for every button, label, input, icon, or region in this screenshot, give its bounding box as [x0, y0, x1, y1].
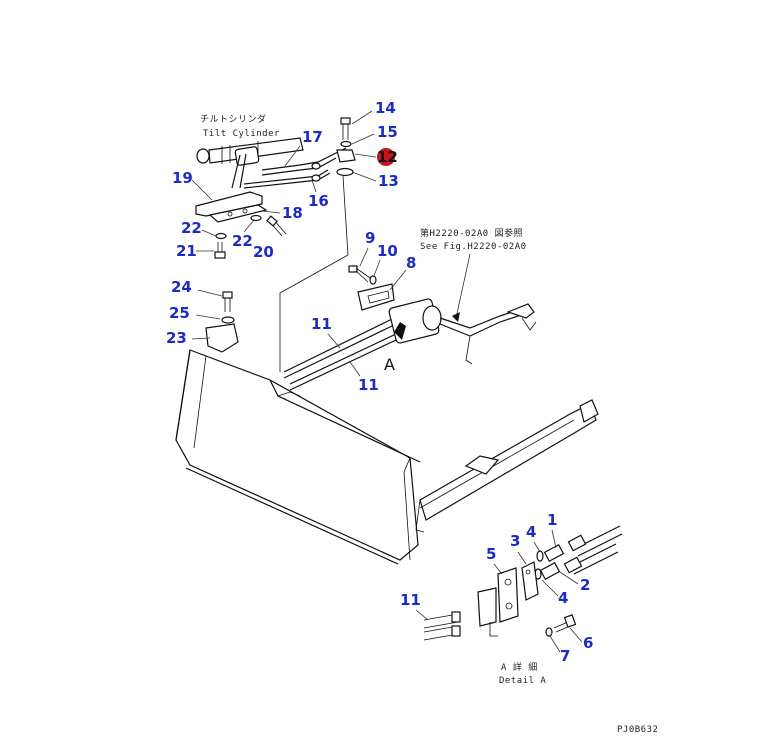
drawing-code: PJ0B632	[617, 725, 658, 735]
callouts-top: 14 15 12 13 17 16 19 18 22 22 21 20	[172, 99, 399, 261]
callout-19: 19	[172, 169, 193, 187]
hose-lines	[279, 253, 537, 391]
callout-20: 20	[253, 243, 274, 261]
callout-11a: 11	[311, 315, 332, 333]
tilt-cylinder-label-jp: チルトシリンダ	[200, 113, 267, 125]
callout-16: 16	[308, 192, 329, 210]
callout-1: 1	[547, 511, 557, 529]
callout-10: 10	[377, 242, 398, 260]
blade-frame	[415, 399, 599, 533]
tilt-cylinder-assembly: チルトシリンダ Tilt Cylinder	[195, 113, 356, 259]
callout-22b: 22	[232, 232, 253, 250]
callout-6: 6	[583, 634, 593, 652]
callout-13: 13	[378, 172, 399, 190]
callout-24: 24	[171, 278, 192, 296]
tilt-cylinder-label-en: Tilt Cylinder	[203, 129, 280, 139]
see-fig-label-en: See Fig.H2220-02A0	[420, 242, 527, 252]
callout-2: 2	[580, 576, 590, 594]
callout-17: 17	[302, 128, 323, 146]
callouts-middle: 9 10 8 11 11	[311, 229, 416, 394]
callout-11c: 11	[400, 591, 421, 609]
callout-9: 9	[365, 229, 375, 247]
see-fig-reference: 第H2220-02A0 図参照 See Fig.H2220-02A0 A	[384, 227, 527, 374]
see-fig-label-jp: 第H2220-02A0 図参照	[420, 227, 523, 239]
callout-25: 25	[169, 304, 190, 322]
callout-23: 23	[166, 329, 187, 347]
dozer-blade	[175, 349, 421, 565]
callout-22a: 22	[181, 219, 202, 237]
callout-14: 14	[375, 99, 396, 117]
detail-a: A 詳 細 Detail A	[423, 525, 623, 686]
highlight-marker	[377, 148, 395, 166]
callout-18: 18	[282, 204, 303, 222]
callout-4b: 4	[558, 589, 568, 607]
detail-a-label-jp: A 詳 細	[501, 661, 538, 673]
callout-11b: 11	[358, 376, 379, 394]
detail-a-label-en: Detail A	[499, 676, 546, 686]
callout-21: 21	[176, 242, 197, 260]
callout-3: 3	[510, 532, 520, 550]
callout-15: 15	[377, 123, 398, 141]
callout-7: 7	[560, 647, 570, 665]
callouts-detail: 1 4 3 5 2 4 11 6 7	[400, 511, 593, 665]
callout-12: 12	[377, 148, 398, 166]
callout-5: 5	[486, 545, 496, 563]
view-a-label: A	[384, 355, 395, 374]
bracket-group: 24 25 23	[166, 278, 239, 353]
callout-4a: 4	[526, 523, 536, 541]
callout-8: 8	[406, 254, 416, 272]
